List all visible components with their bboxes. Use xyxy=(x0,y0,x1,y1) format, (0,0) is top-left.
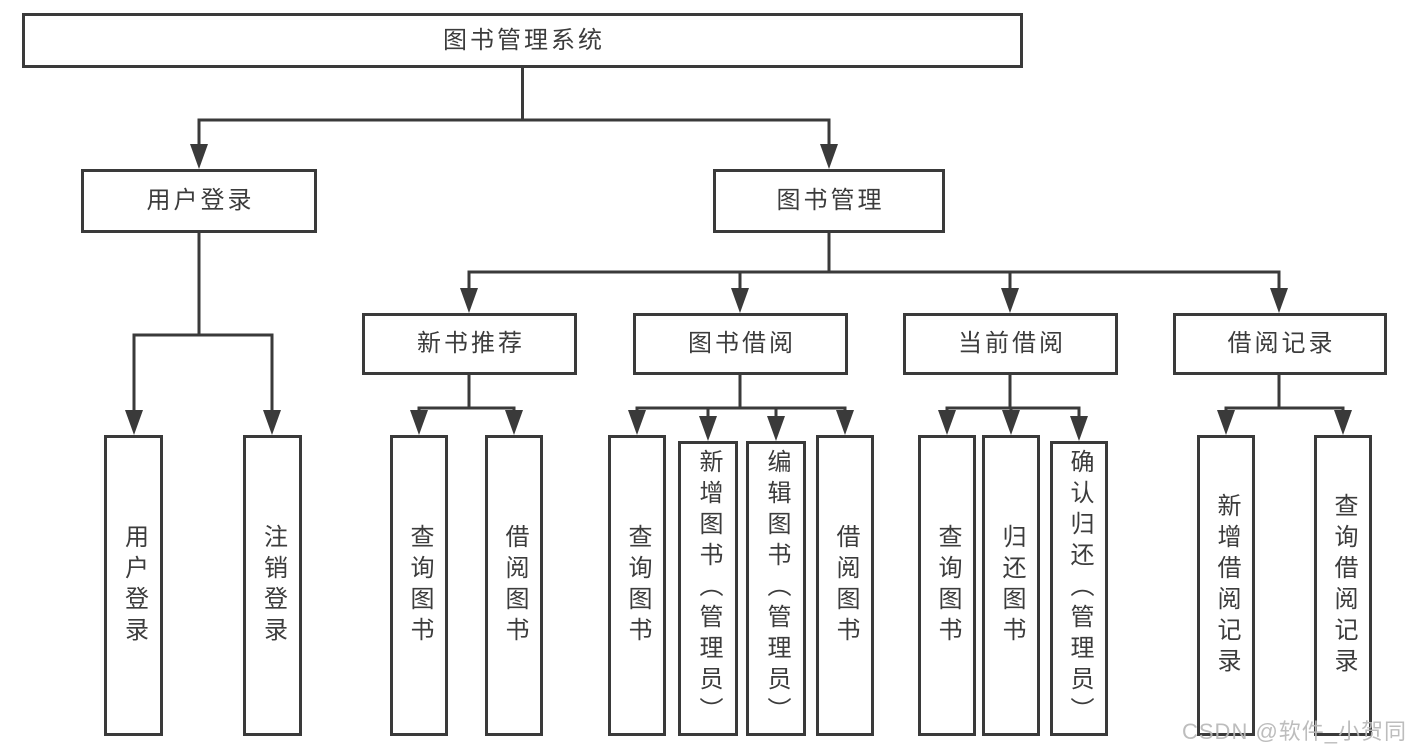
leaf-current-query-books: 查询图书 xyxy=(918,435,976,736)
leaf-newbook-borrow-books: 借阅图书 xyxy=(485,435,543,736)
leaf-borrow-query-books: 查询图书 xyxy=(608,435,666,736)
node-book-borrow: 图书借阅 xyxy=(633,313,848,375)
leaf-newbook-query-books: 查询图书 xyxy=(390,435,448,736)
node-borrow-records: 借阅记录 xyxy=(1173,313,1387,375)
node-user-login: 用户登录 xyxy=(81,169,317,233)
csdn-watermark: CSDN @软件_小贺同学 xyxy=(1182,719,1405,744)
node-book-management: 图书管理 xyxy=(713,169,945,233)
node-root: 图书管理系统 xyxy=(22,13,1023,68)
leaf-borrow-add-books-admin: 新增图书（管理员） xyxy=(678,441,738,736)
node-new-book-recommend: 新书推荐 xyxy=(362,313,577,375)
leaf-records-query-record: 查询借阅记录 xyxy=(1314,435,1372,736)
node-current-borrow: 当前借阅 xyxy=(903,313,1118,375)
leaf-user-login: 用户登录 xyxy=(104,435,163,736)
leaf-borrow-edit-books-admin: 编辑图书（管理员） xyxy=(746,441,806,736)
leaf-logout: 注销登录 xyxy=(243,435,302,736)
leaf-records-add-record: 新增借阅记录 xyxy=(1197,435,1255,736)
leaf-current-confirm-return-admin: 确认归还（管理员） xyxy=(1050,441,1108,736)
leaf-borrow-borrow-books: 借阅图书 xyxy=(816,435,874,736)
leaf-current-return-books: 归还图书 xyxy=(982,435,1040,736)
